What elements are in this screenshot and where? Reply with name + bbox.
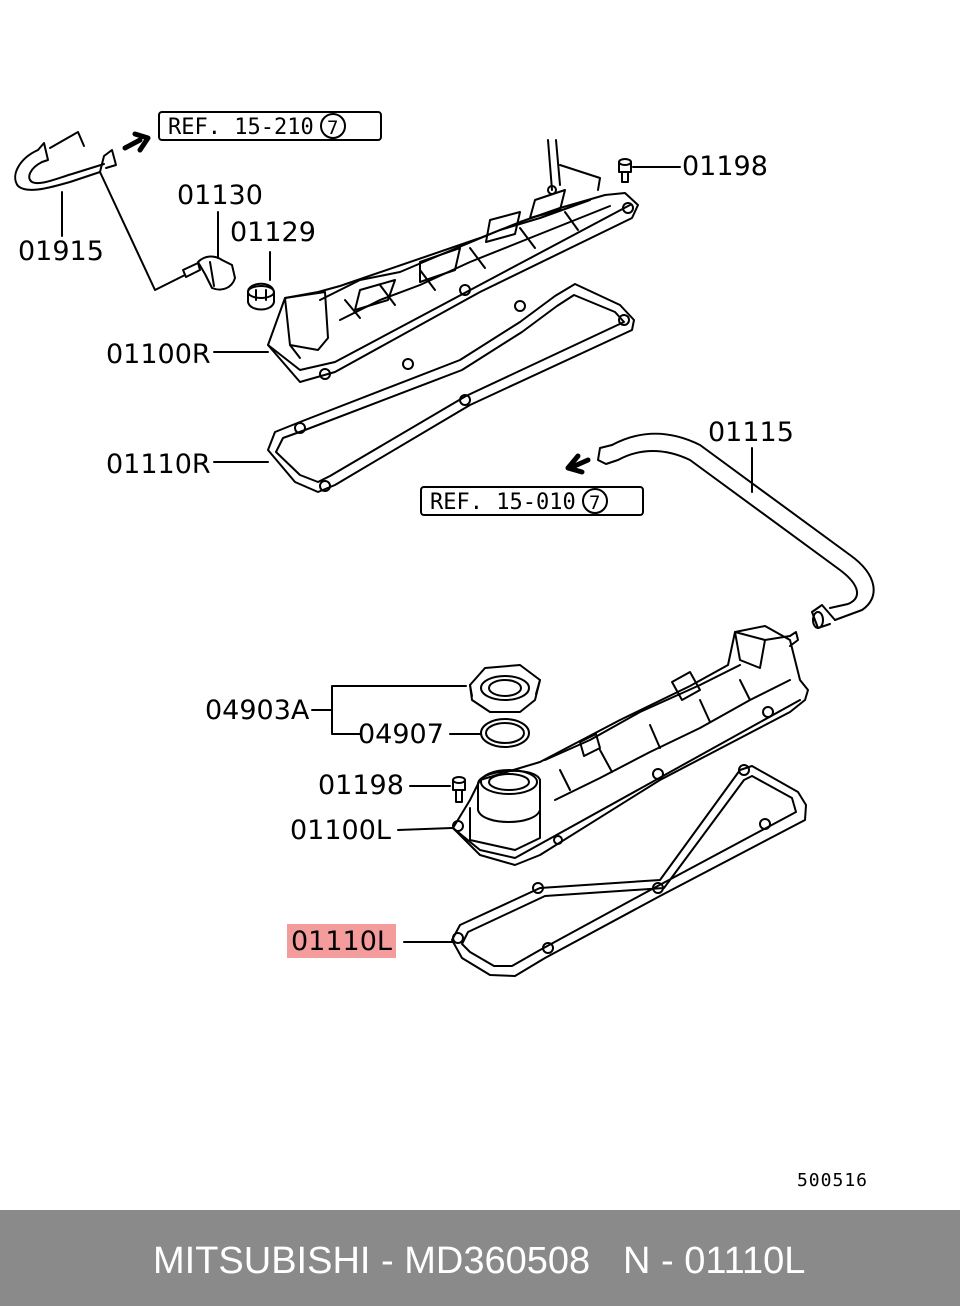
parts-diagram: [14, 131, 875, 977]
hose-line-01915: [99, 171, 186, 291]
rocker-cover-01100L: [452, 625, 809, 866]
footer-bar: MITSUBISHI - MD360508 N - 01110L: [0, 1210, 960, 1306]
part-label-01110R[interactable]: 01110R: [106, 449, 211, 480]
hose-01915: [14, 131, 117, 191]
gasket-01110R: [267, 283, 635, 493]
part-label-01110L-highlighted[interactable]: 01110L: [287, 924, 396, 958]
reference-text: REF. 15-010: [430, 490, 576, 515]
arrow-ref-15-010: [565, 453, 591, 475]
part-label-01198-bottom[interactable]: 01198: [318, 770, 404, 801]
part-label-01100R[interactable]: 01100R: [106, 339, 211, 370]
diagram-code: 500516: [796, 1170, 868, 1191]
reference-circle-number: 7: [581, 488, 608, 514]
part-label-04907[interactable]: 04907: [358, 719, 444, 750]
rocker-cover-01100R: [267, 139, 639, 383]
part-label-01100L[interactable]: 01100L: [290, 815, 391, 846]
hose-01115: [597, 432, 875, 629]
part-label-01198-top[interactable]: 01198: [682, 151, 768, 182]
leader-04903A: [311, 685, 467, 735]
bolt-01198-top: [618, 158, 632, 183]
part-label-04903A[interactable]: 04903A: [205, 695, 310, 726]
part-label-01130[interactable]: 01130: [177, 180, 263, 211]
footer-position-number: N - 01110L: [623, 1240, 806, 1282]
grommet-01129: [247, 282, 275, 311]
reference-text: REF. 15-210: [168, 115, 314, 140]
footer-brand-part-number: MITSUBISHI - MD360508: [153, 1240, 591, 1282]
leader-01100L: [397, 827, 453, 831]
arrow-ref-15-210: [122, 131, 151, 153]
seal-04907: [480, 718, 530, 748]
part-label-01129[interactable]: 01129: [230, 217, 316, 248]
part-label-01115[interactable]: 01115: [708, 417, 794, 448]
bolt-01198-bottom: [452, 776, 466, 803]
reference-circle-number: 7: [319, 113, 346, 139]
oil-cap-04903A: [469, 664, 541, 713]
part-label-01915[interactable]: 01915: [18, 236, 104, 267]
fitting-01130: [182, 255, 236, 291]
gasket-01110L: [451, 764, 807, 977]
